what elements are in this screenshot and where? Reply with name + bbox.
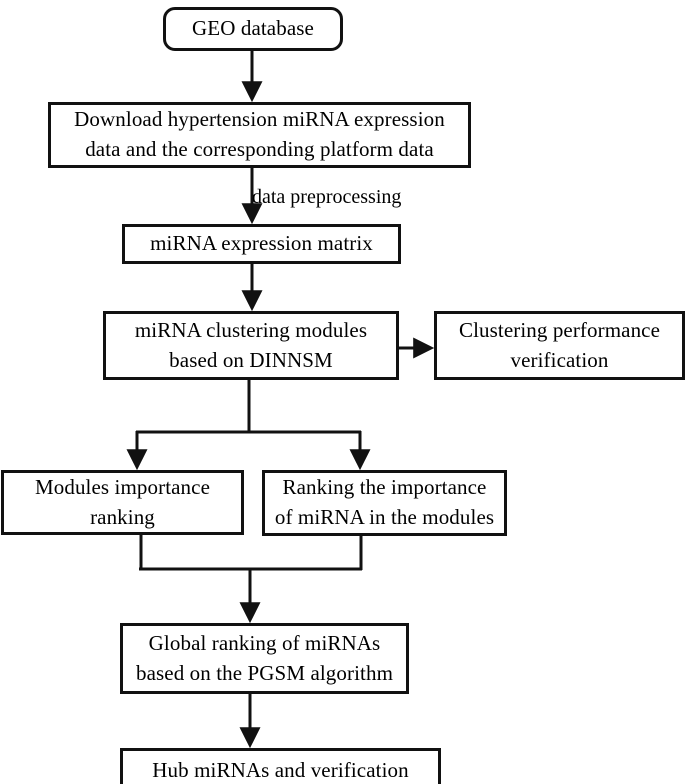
- node-clustering-modules-label: miRNA clustering modules based on DINNSM: [134, 317, 368, 372]
- node-expression-matrix[interactable]: miRNA expression matrix: [122, 224, 401, 264]
- node-download-data[interactable]: Download hypertension miRNA expression d…: [48, 102, 471, 168]
- node-geo-database-label: GEO database: [192, 16, 314, 41]
- node-geo-database[interactable]: GEO database: [163, 7, 343, 51]
- node-global-ranking[interactable]: Global ranking of miRNAs based on the PG…: [120, 623, 409, 694]
- node-download-data-label: Download hypertension miRNA expression d…: [74, 107, 445, 161]
- node-clustering-performance[interactable]: Clustering performance verification: [434, 311, 685, 380]
- node-mirna-importance-ranking-label: Ranking the importance of miRNA in the m…: [274, 475, 495, 529]
- node-expression-matrix-label: miRNA expression matrix: [150, 231, 373, 256]
- node-clustering-performance-label: Clustering performance verification: [458, 317, 661, 372]
- node-clustering-modules[interactable]: miRNA clustering modules based on DINNSM: [103, 311, 399, 380]
- node-hub-mirnas[interactable]: Hub miRNAs and verification: [120, 748, 441, 784]
- node-mirna-importance-ranking[interactable]: Ranking the importance of miRNA in the m…: [262, 470, 507, 536]
- node-modules-importance-ranking[interactable]: Modules importance ranking: [1, 470, 244, 535]
- edge-label-data-preprocessing: data preprocessing: [252, 186, 402, 208]
- node-global-ranking-label: Global ranking of miRNAs based on the PG…: [135, 630, 394, 685]
- node-hub-mirnas-label: Hub miRNAs and verification: [152, 758, 409, 783]
- node-modules-importance-ranking-label: Modules importance ranking: [34, 474, 210, 529]
